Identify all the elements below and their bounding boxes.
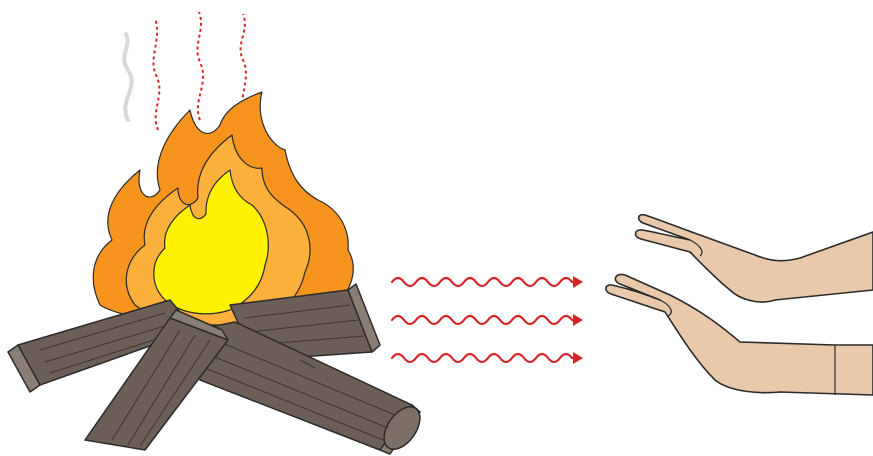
rising-heat-line (153, 18, 159, 130)
hand-icon (606, 215, 873, 395)
heat-wave-arrowheads (573, 276, 583, 364)
heat-wave-icon (392, 278, 580, 362)
arrowhead (573, 276, 583, 288)
hand-upper (635, 215, 873, 302)
arrowhead (573, 352, 583, 364)
heat-wave (392, 278, 580, 286)
flame-icon (93, 92, 353, 325)
smoke-icon (124, 34, 131, 120)
arrowhead (573, 314, 583, 326)
heat-wave (392, 316, 580, 324)
rising-heat-line (197, 12, 203, 120)
heat-wave (392, 354, 580, 362)
